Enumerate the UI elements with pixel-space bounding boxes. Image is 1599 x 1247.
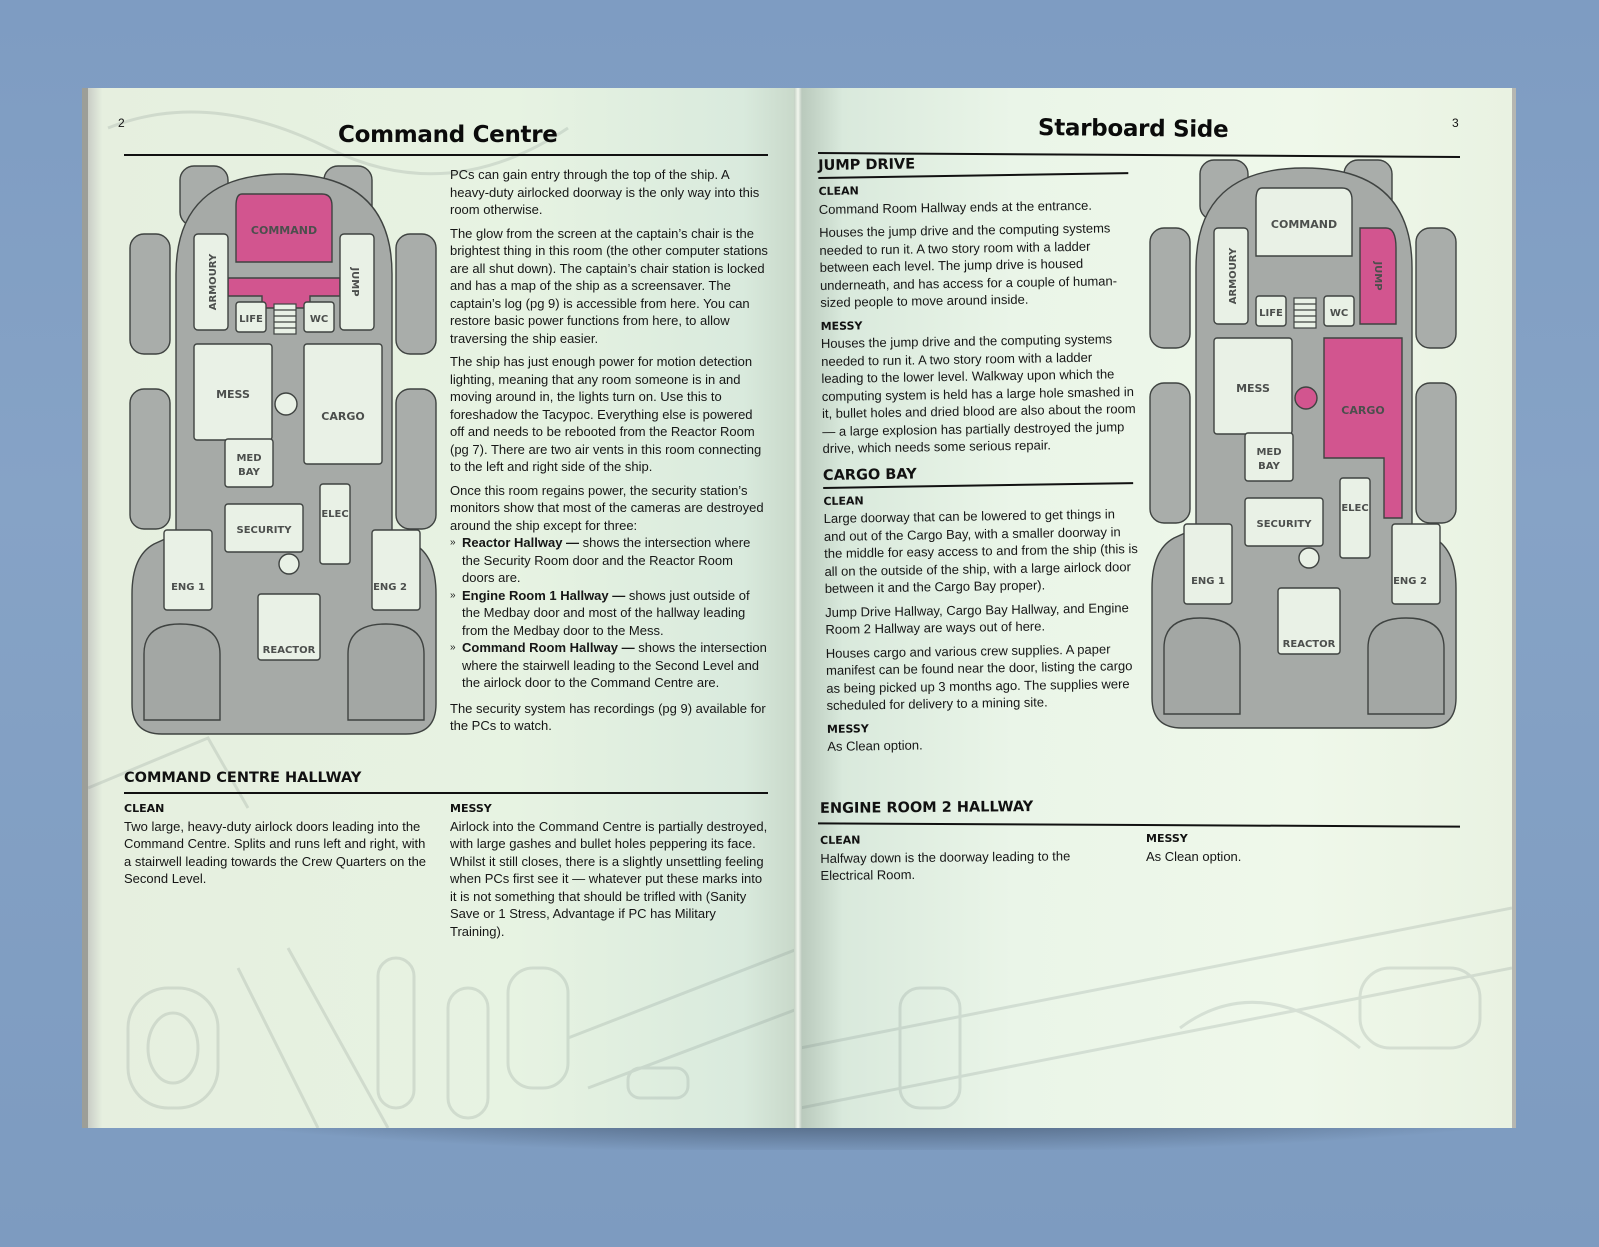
open-booklet: 2 Command Centre: [82, 88, 1527, 1138]
room-label-armoury: ARMOURY: [208, 253, 219, 310]
room-label-life: LIFE: [239, 314, 263, 325]
jump-drive-messy: Houses the jump drive and the computing …: [820, 331, 1136, 456]
engine-room-2-messy-text: As Clean option.: [1146, 848, 1242, 864]
left-page: 2 Command Centre: [82, 88, 800, 1128]
room-label-mess: MESS: [216, 388, 250, 401]
room-label-cargo: CARGO: [321, 410, 364, 423]
room-label-security: SECURITY: [237, 525, 293, 536]
messy-label: MESSY: [1146, 832, 1188, 845]
room-label-eng1: ENG 1: [171, 582, 205, 593]
room-label-bay: BAY: [238, 467, 260, 478]
cargo-bay-messy: As Clean option.: [827, 737, 923, 754]
jump-drive-clean-1: Command Room Hallway ends at the entranc…: [818, 197, 1093, 217]
jump-drive-block: CLEAN Command Room Hallway ends at the e…: [818, 178, 1138, 457]
intro-paragraph-5: The security system has recordings (pg 9…: [450, 700, 766, 734]
hallway-clean-text: Two large, heavy-duty airlock doors lead…: [124, 818, 427, 887]
cargo-bay-block: CLEAN Large doorway that can be lowered …: [823, 487, 1143, 755]
room-label-reactor: REACTOR: [1283, 639, 1336, 650]
room-label-life: LIFE: [1259, 308, 1283, 319]
engine-room-2-clean-block: CLEAN Halfway down is the doorway leadin…: [820, 827, 1121, 891]
intro-paragraph-1: PCs can gain entry through the top of th…: [450, 167, 760, 217]
section-heading-engine-room-2-hallway: ENGINE ROOM 2 HALLWAY: [819, 799, 1034, 817]
hallway-messy-text: Airlock into the Command Centre is parti…: [450, 818, 768, 939]
right-page: Starboard Side 3 JUMP DRIVE CLEAN Comman…: [800, 88, 1516, 1128]
bullet-icon: »: [450, 537, 456, 548]
room-label-security: SECURITY: [1257, 519, 1313, 530]
room-label-elec: ELEC: [1341, 503, 1368, 514]
room-label-eng2: ENG 2: [1393, 576, 1427, 587]
command-centre-description: PCs can gain entry through the top of th…: [450, 166, 768, 741]
booklet-spine: [794, 88, 802, 1128]
intro-paragraph-3: The ship has just enough power for motio…: [450, 354, 762, 474]
right-page-text-column: JUMP DRIVE CLEAN Command Room Hallway en…: [818, 153, 1143, 761]
room-label-bay: BAY: [1258, 461, 1280, 472]
section-rule: [124, 792, 768, 794]
room-label-wc: WC: [1330, 308, 1348, 319]
engine-room-2-clean-text: Halfway down is the doorway leading to t…: [820, 847, 1071, 883]
room-label-jump: JUMP: [1372, 260, 1383, 290]
room-label-command: COMMAND: [1271, 218, 1337, 231]
page-number: 2: [118, 116, 125, 130]
room-label-cargo: CARGO: [1341, 404, 1384, 417]
room-label-eng2: ENG 2: [373, 582, 407, 593]
hallway-clean-block: CLEAN Two large, heavy-duty airlock door…: [124, 798, 436, 894]
camera-list-item: »Reactor Hallway — shows the intersectio…: [450, 535, 751, 585]
section-heading-cargo-bay: CARGO BAY: [822, 465, 917, 484]
cargo-bay-clean-3: Houses cargo and various crew supplies. …: [825, 640, 1133, 713]
bullet-icon: »: [450, 589, 456, 601]
camera-list: »Reactor Hallway — shows the intersectio…: [450, 534, 768, 692]
room-label-eng1: ENG 1: [1191, 576, 1225, 587]
room-label-jump: JUMP: [349, 266, 360, 296]
background-schematic-pattern: [800, 906, 1512, 1110]
room-label-mess: MESS: [1236, 382, 1270, 395]
room-label-command: COMMAND: [251, 224, 317, 237]
ship-map-command-centre: COMMAND ARMOURY JUMP LIFE WC MESS CARGO …: [129, 165, 437, 735]
room-label-med: MED: [236, 453, 261, 464]
cargo-bay-clean-2: Jump Drive Hallway, Cargo Bay Hallway, a…: [825, 599, 1129, 637]
camera-list-item: »Command Room Hallway — shows the inters…: [450, 640, 767, 690]
messy-label: MESSY: [450, 802, 492, 815]
cargo-bay-clean-1: Large doorway that can be lowered to get…: [823, 506, 1138, 596]
background-schematic-pattern: [88, 110, 800, 1128]
camera-list-item: »Engine Room 1 Hallway — shows just outs…: [450, 587, 750, 638]
room-label-wc: WC: [310, 314, 328, 325]
bullet-icon: »: [450, 642, 456, 653]
intro-paragraph-2: The glow from the screen at the captain’…: [450, 225, 768, 346]
section-heading-command-centre-hallway: COMMAND CENTRE HALLWAY: [124, 770, 362, 786]
engine-room-2-messy-block: MESSY As Clean option.: [1146, 828, 1446, 871]
room-label-reactor: REACTOR: [263, 645, 316, 656]
page-title: Starboard Side: [1037, 115, 1229, 143]
clean-label: CLEAN: [124, 802, 165, 815]
hallway-messy-block: MESSY Airlock into the Command Centre is…: [450, 798, 768, 946]
room-label-elec: ELEC: [321, 509, 348, 520]
page-title: Command Centre: [338, 122, 558, 148]
jump-drive-clean-2: Houses the jump drive and the computing …: [819, 220, 1118, 310]
room-label-med: MED: [1256, 447, 1281, 458]
room-label-armoury: ARMOURY: [1228, 247, 1239, 304]
title-rule: [124, 154, 768, 156]
intro-paragraph-4: Once this room regains power, the securi…: [450, 482, 764, 533]
ship-map-starboard-side: COMMAND ARMOURY JUMP LIFE WC MESS CARGO …: [1149, 159, 1457, 729]
page-number: 3: [1452, 116, 1459, 130]
